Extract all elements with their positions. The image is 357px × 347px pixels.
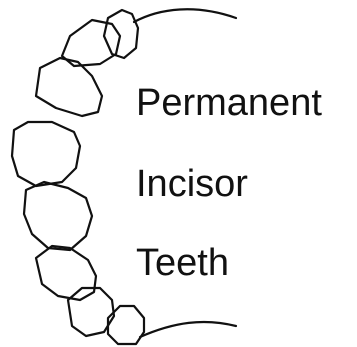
tooth-upper-3 bbox=[36, 58, 102, 116]
tooth-lower-3 bbox=[108, 306, 144, 344]
label-incisor: Incisor bbox=[136, 165, 248, 203]
tooth-upper-1 bbox=[104, 10, 138, 58]
tooth-upper-2 bbox=[62, 20, 120, 66]
label-permanent: Permanent bbox=[136, 84, 322, 122]
gum-line-upper bbox=[134, 9, 236, 22]
gum-line-lower bbox=[140, 322, 236, 337]
label-teeth: Teeth bbox=[136, 244, 229, 282]
tooth-middle-2 bbox=[24, 182, 92, 250]
tooth-middle-1 bbox=[12, 122, 80, 186]
tooth-lower-1 bbox=[36, 246, 96, 300]
